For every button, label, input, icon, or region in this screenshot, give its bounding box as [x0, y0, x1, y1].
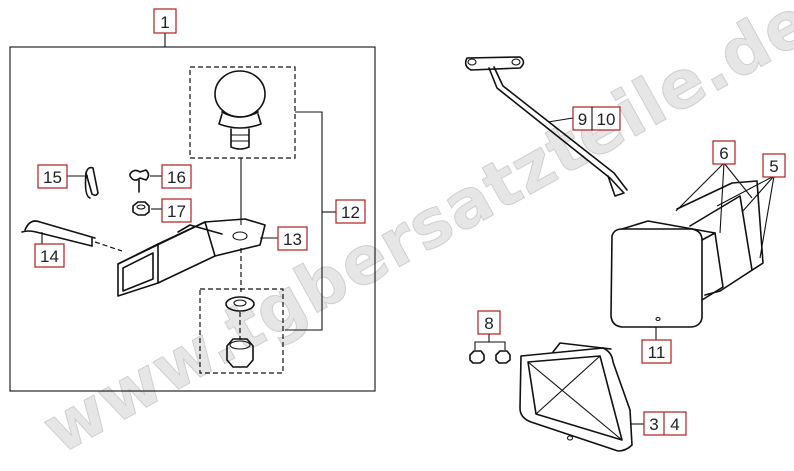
hairpin-clip	[67, 166, 99, 199]
flange-nuts	[469, 333, 511, 364]
callout-17-text: 17	[167, 202, 186, 221]
callout-11: 11	[641, 339, 672, 364]
callout-12: 12	[335, 199, 366, 224]
wing-bolt	[129, 169, 162, 193]
callout-14-text: 14	[40, 247, 59, 266]
hitch-pin	[21, 220, 123, 252]
nut-inset-frame	[199, 288, 284, 374]
mud-flap-bracket	[464, 56, 628, 197]
callout-5-text: 5	[769, 157, 778, 176]
callout-13: 13	[277, 226, 308, 251]
watermark: www.tgbersatzteile.de	[30, 0, 794, 469]
callout-5: 5	[762, 153, 786, 178]
hitch-ball	[214, 70, 266, 150]
callout-1: 1	[153, 8, 177, 34]
watermark-text: www.tgbersatzteile.de	[30, 0, 794, 469]
washer-and-nut	[225, 296, 255, 368]
callout-15: 15	[37, 164, 68, 189]
mounting-plate	[675, 162, 775, 296]
callout-3-text: 3	[649, 415, 658, 434]
callout-10-text: 10	[597, 110, 616, 129]
callout-13-text: 13	[283, 230, 302, 249]
callout-12-bracket	[285, 111, 323, 331]
callout-4-text: 4	[670, 415, 679, 434]
callout-8: 8	[477, 310, 501, 335]
callout-16: 16	[161, 164, 192, 189]
callout-14: 14	[34, 243, 65, 268]
callout-8-text: 8	[484, 314, 493, 333]
callout-6: 6	[712, 140, 736, 165]
hitch-assembly	[9, 33, 376, 392]
callout-1-text: 1	[160, 13, 169, 32]
small-nut	[132, 201, 162, 216]
ball-inset-frame	[189, 66, 296, 159]
callout-16-text: 16	[167, 168, 186, 187]
assembly-frame	[9, 46, 376, 392]
callout-9-text: 9	[578, 110, 587, 129]
callout-6-text: 6	[719, 144, 728, 163]
callout-17: 17	[161, 198, 192, 223]
callout-11-text: 11	[648, 343, 666, 362]
callout-12-text: 12	[341, 203, 360, 222]
callout-9-10: 9 10	[572, 106, 621, 131]
callout-15-text: 15	[43, 168, 62, 187]
mudguard	[519, 342, 644, 452]
draw-bar	[117, 218, 278, 297]
callout-3-4: 3 4	[643, 411, 687, 436]
mud-flap	[610, 220, 724, 342]
